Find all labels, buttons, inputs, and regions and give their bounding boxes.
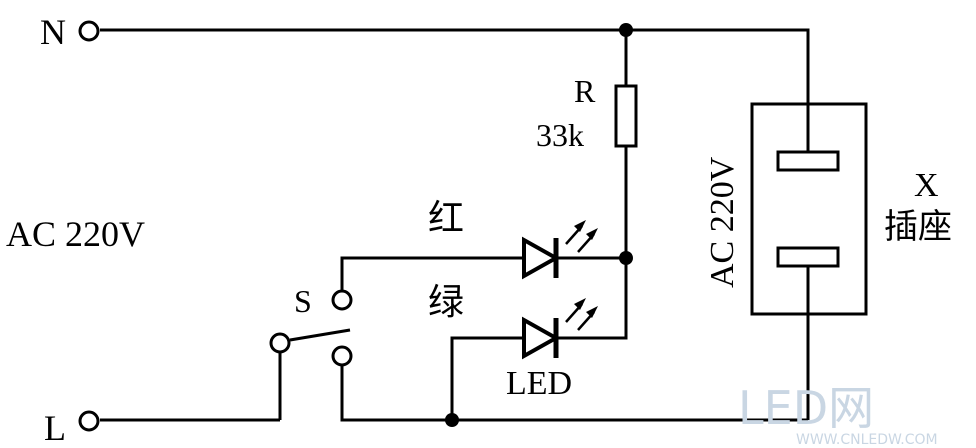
socket-description: 插座 [884,208,952,246]
junction-led [619,251,633,265]
green-led-branch [450,258,628,420]
terminal-n [78,20,100,42]
led-type-label: LED [506,365,572,402]
green-led [522,298,598,360]
switch-s [278,328,808,422]
resistor-r [614,84,638,148]
watermark-url: WWW.CNLEDW.COM [796,432,938,448]
switch-label: S [294,283,312,319]
switch-contact-green [331,345,353,367]
switch-contact-red [331,289,353,311]
terminal-n-label: N [40,12,66,52]
socket-slot-top [776,150,840,172]
supply-label: AC 220V [6,214,145,254]
resistor-value: 33k [536,117,584,153]
green-led-light-arrows [565,298,598,331]
socket-voltage-label: AC 220V [704,156,741,288]
watermark-brand: LED网 [738,381,874,435]
red-led [522,220,598,280]
junction-top [619,23,633,37]
switch-pivot [269,332,291,354]
red-led-label: 红 [428,198,464,238]
junction-bottom [445,413,459,427]
terminal-l-label: L [44,408,66,448]
socket-name: X [914,167,939,204]
red-led-branch [340,256,626,292]
red-led-light-arrows [565,220,598,253]
watermark-logo: LED网 WWW.CNLEDW.COM [738,381,938,448]
neutral-wire [100,28,810,258]
terminal-l [78,410,100,432]
resistor-name: R [574,73,596,109]
socket-slot-bottom [776,246,840,268]
socket-x [750,102,868,420]
green-led-label: 绿 [428,282,464,322]
